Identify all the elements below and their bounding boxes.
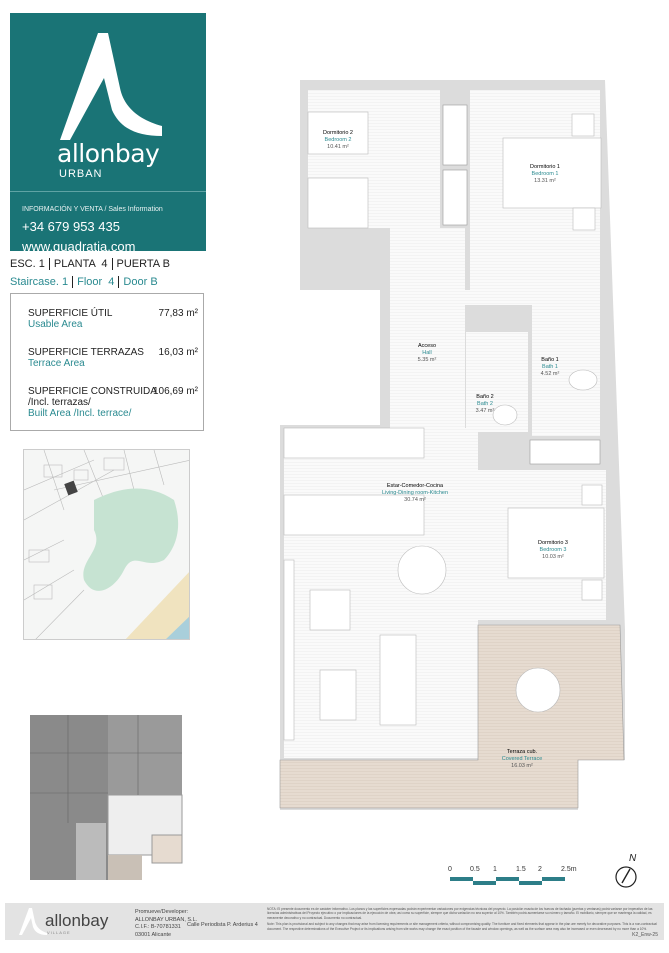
room-name-en: Living-Dining room-Kitchen [382, 490, 448, 496]
brand-name: allonbay [57, 139, 160, 168]
park-area [83, 488, 179, 591]
esc-label: ESC. [10, 258, 36, 270]
room-name: Baño 2 [476, 394, 493, 400]
room-name-en: Bedroom 1 [532, 171, 559, 177]
room-area: 16.03 m² [511, 763, 533, 769]
footer-brand: allonbay [45, 911, 109, 930]
room-name: Baño 1 [541, 357, 558, 363]
room-name-en: Bath 1 [542, 364, 558, 370]
developer-name: ALLONBAY URBAN, S.L. [135, 916, 198, 923]
planta-label: PLANTA [53, 258, 96, 270]
area-value: 106,69 m² [152, 386, 198, 397]
room-hall [390, 228, 465, 428]
scale-tick: 1.5 [516, 866, 526, 873]
allonbay-logo-icon [60, 33, 162, 140]
staircase-label: Staircase. [10, 276, 59, 288]
developer-label: Promueve/Developer: [135, 909, 189, 915]
staircase-value: 1 [61, 276, 69, 288]
developer-info: Promueve/Developer: ALLONBAY URBAN, S.L.… [135, 909, 197, 939]
esc-value: 1 [38, 258, 45, 270]
room-name-en: Hall [422, 350, 431, 356]
footer: allonbay VILLAGE Promueve/Developer: ALL… [5, 903, 664, 940]
room-name-en: Covered Terrace [502, 756, 543, 762]
sales-info-label: INFORMACIÓN Y VENTA / Sales Information [22, 206, 163, 213]
area-value: 16,03 m² [158, 347, 198, 358]
developer-address: Calle Periodista P. Arderius 4 [187, 922, 258, 928]
room-name: Dormitorio 2 [323, 130, 353, 136]
room-name: Estar-Comedor-Cocina [387, 483, 444, 489]
room-area: 30.74 m² [404, 497, 426, 503]
scale-tick: 0.5 [470, 866, 480, 873]
floor-label: Floor [77, 276, 103, 288]
scale-tick: 2.5m [561, 866, 577, 873]
door-value: B [150, 276, 158, 288]
area-label-en: Usable Area [28, 319, 83, 330]
room-name: Terraza cub. [507, 749, 538, 755]
floor-value: 4 [108, 276, 115, 288]
room-name: Dormitorio 3 [538, 540, 568, 546]
developer-cif: C.I.F.: B-70781331 [135, 924, 181, 930]
north-arrow-icon: N [614, 853, 640, 889]
legal-note-es: NOTA: El presente documento es de caráct… [267, 907, 653, 920]
building-key-plan [28, 713, 186, 880]
room-name-en: Bath 2 [477, 401, 493, 407]
room-name: Dormitorio 1 [530, 164, 560, 170]
floor-plan: Dormitorio 2 Bedroom 2 10.41 m² Dormitor… [279, 80, 625, 810]
brand-panel: allonbay URBAN INFORMACIÓN Y VENTA / Sal… [10, 13, 206, 254]
planta-value: 4 [101, 258, 108, 270]
scale-tick: 1 [493, 866, 497, 873]
area-label-note: /Incl. terrazas/ [28, 397, 91, 408]
areas-box: SUPERFICIE ÚTIL 77,83 m² Usable Area SUPER… [10, 293, 204, 431]
north-label: N [629, 853, 637, 864]
scale-bar: 0 0.5 1 1.5 2 2.5m [448, 866, 577, 888]
room-name-en: Bedroom 2 [325, 137, 352, 143]
room-name: Acceso [418, 343, 436, 349]
room-labels: Dormitorio 2 Bedroom 2 10.41 m² Dormitor… [323, 130, 568, 769]
area-label-en: Built Area /Incl. terrace/ [28, 408, 132, 419]
building-marker [64, 480, 78, 496]
area-value: 77,83 m² [158, 308, 198, 319]
room-name-en: Bedroom 3 [540, 547, 567, 553]
room-bath-1 [532, 296, 600, 436]
legal-note-en: Note: This plan is provisional and subje… [267, 922, 657, 931]
phone-number[interactable]: +34 679 953 435 [22, 219, 120, 234]
room-area: 3.47 m² [476, 408, 495, 414]
area-label-en: Terrace Area [28, 358, 85, 369]
puerta-value: B [162, 258, 170, 270]
area-label: SUPERFICIE TERRAZAS [28, 347, 144, 358]
area-label: SUPERFICIE CONSTRUIDA [28, 386, 157, 397]
room-area: 4.52 m² [541, 371, 560, 377]
room-area: 5.35 m² [418, 357, 437, 363]
brand-sub: URBAN [59, 168, 103, 180]
footer-brand-sub: VILLAGE [47, 930, 71, 935]
unit-info-es: ESC. 1 PLANTA 4 PUERTA B [10, 258, 170, 271]
room-area: 10.03 m² [542, 554, 564, 560]
door-label: Door [123, 276, 148, 288]
room-area: 13.31 m² [534, 178, 556, 184]
legal-note: NOTA: El presente documento es de caráct… [267, 907, 659, 931]
website-link[interactable]: www.quadratia.com [22, 239, 136, 254]
allonbay-village-logo-icon [19, 908, 47, 935]
scale-tick: 2 [538, 866, 542, 873]
document-code: K2_Enw-25 [632, 932, 658, 938]
divider [10, 191, 206, 192]
terrace-area: SUPERFICIE TERRAZAS 16,03 m² Terrace Area [28, 347, 198, 369]
usable-area: SUPERFICIE ÚTIL 77,83 m² Usable Area [28, 308, 198, 330]
room-area: 10.41 m² [327, 144, 349, 150]
puerta-label: PUERTA [116, 258, 160, 270]
unit-info-en: Staircase. 1 Floor 4 Door B [10, 276, 158, 289]
location-map [23, 449, 190, 640]
scale-tick: 0 [448, 866, 452, 873]
developer-city: 03001 Alicante [135, 931, 172, 938]
area-label: SUPERFICIE ÚTIL [28, 308, 113, 319]
